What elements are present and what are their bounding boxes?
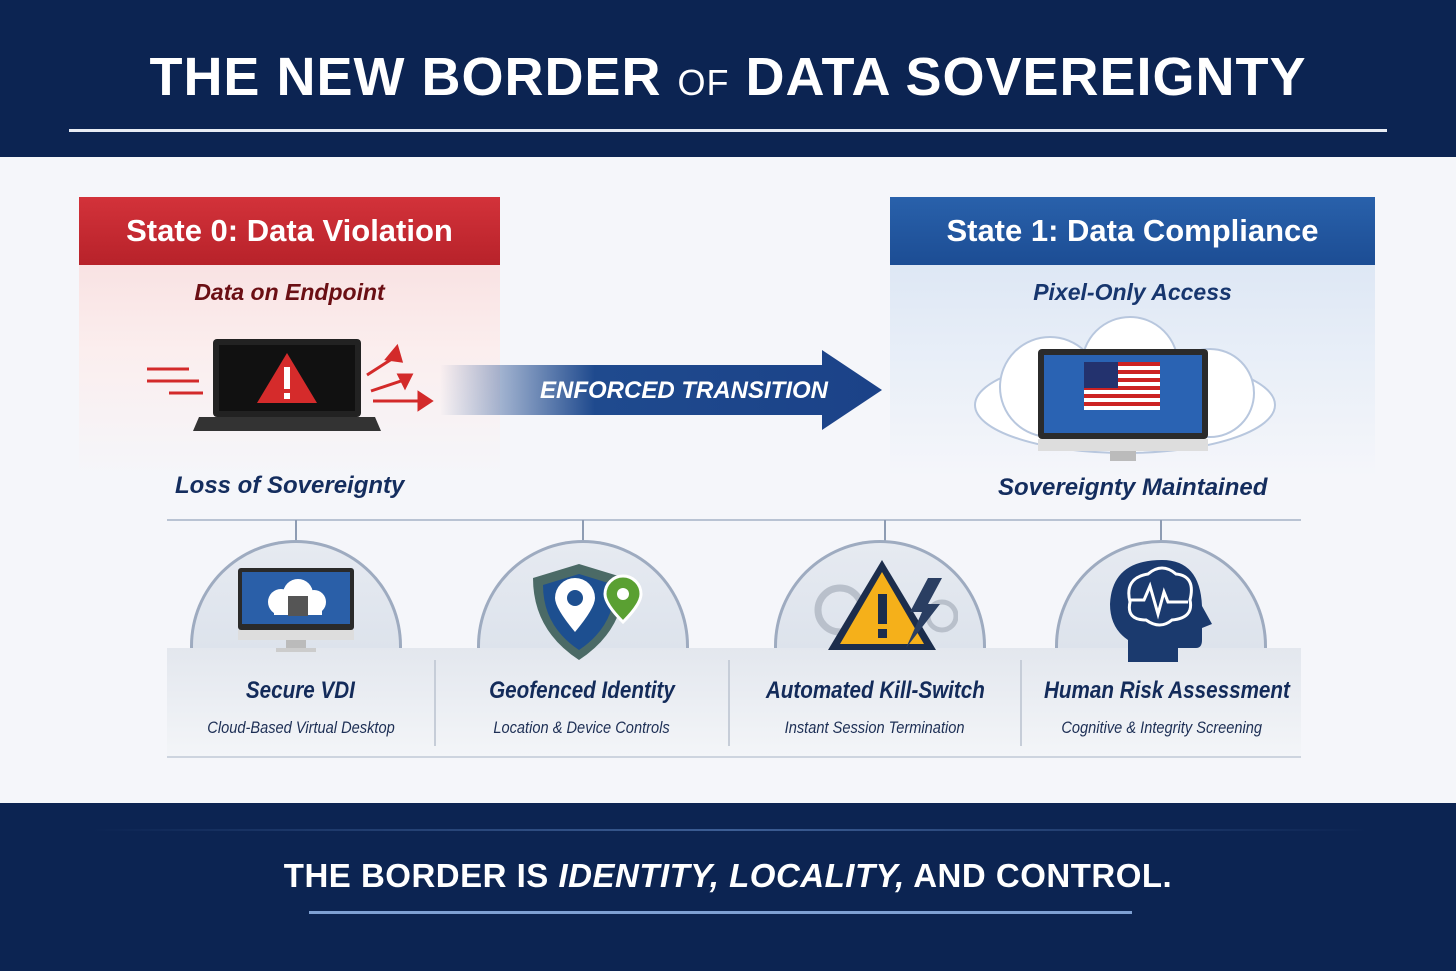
- monitor-cloud-icon: [238, 568, 354, 652]
- feature-title: Human Risk Assessment: [1024, 677, 1299, 707]
- transition-label: ENFORCED TRANSITION: [540, 377, 828, 404]
- connector: [884, 520, 886, 542]
- feature-band: [167, 648, 1301, 758]
- tagline-part: THE BORDER IS: [283, 857, 559, 894]
- connector: [295, 520, 297, 542]
- page-title: THE NEW BORDER OF DATA SOVEREIGNTY: [0, 46, 1456, 108]
- feature-subtitle: Cognitive & Integrity Screening: [1024, 718, 1299, 740]
- cloud-monitor-us-flag-icon: [974, 316, 1276, 461]
- state-0-title: State 0: Data Violation: [79, 197, 500, 265]
- feature-title-text: Geofenced Identity: [489, 677, 675, 704]
- feature-title-text: Automated Kill-Switch: [765, 677, 985, 704]
- enforced-transition-arrow: [440, 350, 882, 430]
- feature-title: Geofenced Identity: [438, 677, 726, 707]
- feature-subtitle-text: Instant Session Termination: [785, 718, 965, 737]
- feature-subtitle-text: Cognitive & Integrity Screening: [1061, 718, 1262, 737]
- feature-subtitle: Instant Session Termination: [732, 718, 1018, 740]
- feature-subtitle-text: Cloud-Based Virtual Desktop: [206, 718, 395, 737]
- tagline: THE BORDER IS IDENTITY, LOCALITY, AND CO…: [0, 857, 1456, 895]
- state-1-subtitle: Pixel-Only Access: [1033, 279, 1232, 305]
- tagline-emphasis: IDENTITY, LOCALITY,: [558, 857, 905, 894]
- state-0-subtitle: Data on Endpoint: [194, 279, 385, 305]
- feature-subtitle: Cloud-Based Virtual Desktop: [169, 718, 432, 740]
- title-of: OF: [677, 62, 730, 103]
- feature-subtitle: Location & Device Controls: [438, 718, 726, 740]
- divider: [90, 829, 1370, 831]
- state-1-caption: Sovereignty Maintained: [998, 474, 1268, 501]
- feature-title-text: Secure VDI: [245, 677, 355, 704]
- warning-lightning-icon: [814, 560, 958, 650]
- shield-location-pin-icon: [533, 564, 643, 660]
- connector: [1160, 520, 1162, 542]
- laptop-warning-icon: [147, 339, 434, 431]
- state-1-panel: State 1: Data Compliance Pixel-Only Acce…: [890, 197, 1375, 501]
- feature-title: Secure VDI: [169, 677, 432, 707]
- feature-subtitle-text: Location & Device Controls: [493, 718, 671, 737]
- head-brain-pulse-icon: [1110, 560, 1212, 662]
- title-part: DATA SOVEREIGNTY: [745, 47, 1307, 107]
- feature-connector-line: [167, 519, 1301, 521]
- divider: [69, 129, 1387, 132]
- divider: [434, 660, 436, 746]
- footer-banner: [0, 803, 1456, 971]
- divider: [309, 911, 1132, 914]
- state-0-caption: Loss of Sovereignty: [175, 472, 405, 499]
- divider: [1020, 660, 1022, 746]
- state-0-panel: State 0: Data Violation Data on Endpoint…: [79, 197, 500, 499]
- feature-title: Automated Kill-Switch: [732, 677, 1018, 707]
- state-1-title: State 1: Data Compliance: [890, 197, 1375, 265]
- feature-title-text: Human Risk Assessment: [1044, 677, 1290, 704]
- tagline-part: AND CONTROL.: [904, 857, 1173, 894]
- connector: [582, 520, 584, 542]
- divider: [728, 660, 730, 746]
- title-part: THE NEW BORDER: [149, 47, 662, 107]
